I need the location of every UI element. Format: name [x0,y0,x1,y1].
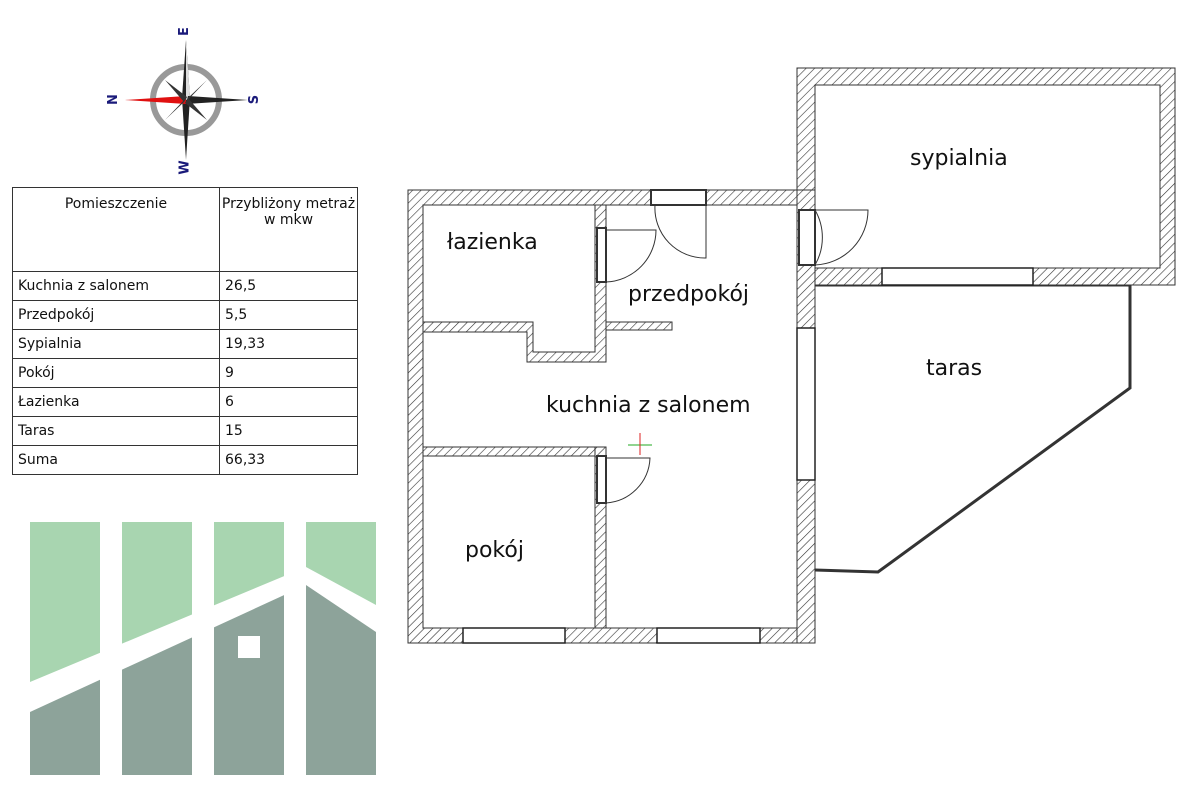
bedroom-walls [796,67,1176,286]
compass-icon [125,40,248,160]
room-label-przedpokoj: przedpokój [628,282,750,307]
room-label-kuchnia: kuchnia z salonem [546,393,751,418]
bathroom-walls [422,204,607,363]
header-room: Pomieszczenie [12,187,220,272]
origin-marker [628,433,652,455]
room-label-sypialnia: sypialnia [910,146,1008,171]
windows [462,267,1034,644]
room-label-lazienka: łazienka [447,230,538,255]
room-label-pokoj: pokój [465,538,524,563]
compass-e: E [176,27,192,36]
header-area: Przybliżony metraż w mkw [219,187,358,272]
compass-s: S [247,94,263,105]
compass-w: W [177,160,193,175]
doors [596,189,869,504]
terrace-outline [814,283,1132,574]
logo [30,522,376,775]
compass-n: N [105,94,121,105]
room-label-taras: taras [926,356,983,381]
